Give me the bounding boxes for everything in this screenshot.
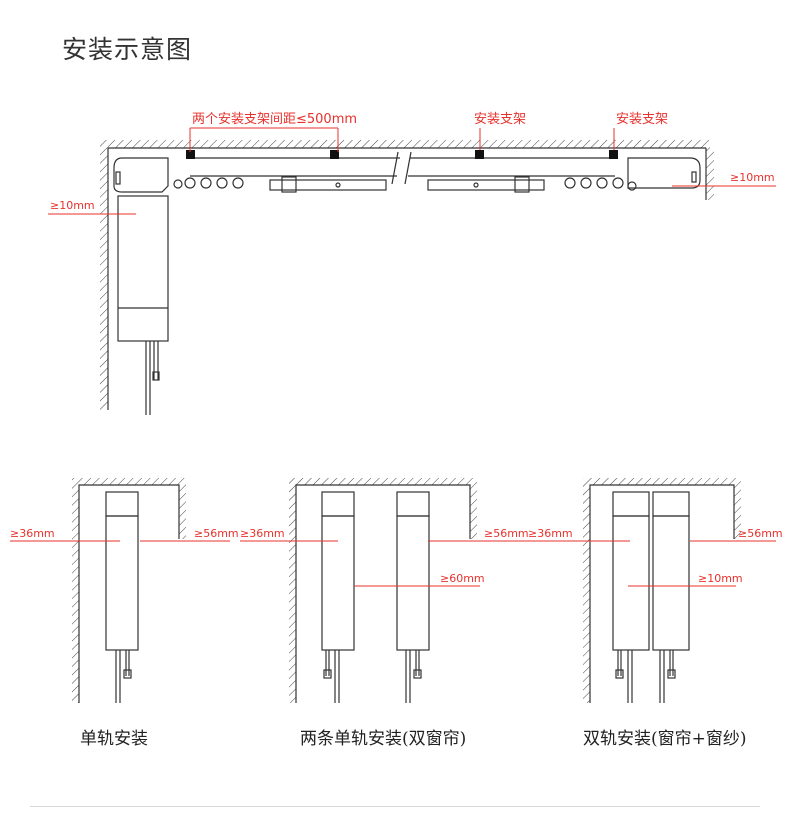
top-annotations — [48, 127, 776, 215]
middle-gap-label: ≥60mm — [440, 572, 485, 585]
left-gap-label: ≥36mm — [10, 527, 55, 540]
middle-gap-label: ≥10mm — [698, 572, 743, 585]
single-track-diagram: ≥36mm ≥56mm — [10, 478, 239, 703]
mounting-bracket — [330, 150, 339, 159]
bracket-label: 安装支架 — [474, 112, 526, 127]
left-gap-label: ≥36mm — [240, 527, 285, 540]
bracket-spacing-label: 两个安装支架间距≤500mm — [192, 112, 357, 127]
single-track-caption: 单轨安装 — [80, 729, 148, 749]
two-single-track-caption: 两条单轨安装(双窗帘) — [300, 729, 467, 749]
ceiling-hatch — [100, 140, 710, 148]
motor — [117, 195, 169, 415]
mounting-bracket — [186, 150, 195, 159]
page-title: 安装示意图 — [62, 35, 193, 64]
left-wall-hatch — [100, 148, 108, 410]
two-single-track-diagram: ≥36mm ≥56mm ≥60mm — [240, 478, 530, 703]
right-gap-label: ≥10mm — [730, 171, 775, 184]
divider — [30, 806, 760, 807]
double-track-caption: 双轨安装(窗帘+窗纱) — [583, 729, 747, 749]
right-gap-label: ≥56mm — [484, 527, 529, 540]
top-diagram: 两个安装支架间距≤500mm 安装支架 安装支架 ≥10mm ≥10mm — [48, 112, 776, 415]
double-track-diagram: ≥36mm ≥56mm ≥10mm — [528, 478, 783, 703]
mounting-bracket — [609, 150, 618, 159]
right-wall-hatch — [706, 148, 714, 200]
bracket-label: 安装支架 — [616, 112, 668, 127]
left-gap-label: ≥10mm — [50, 199, 95, 212]
right-gap-label: ≥56mm — [738, 527, 783, 540]
curtain-track — [113, 151, 701, 193]
left-gap-label: ≥36mm — [528, 527, 573, 540]
right-gap-label: ≥56mm — [194, 527, 239, 540]
mounting-bracket — [475, 150, 484, 159]
